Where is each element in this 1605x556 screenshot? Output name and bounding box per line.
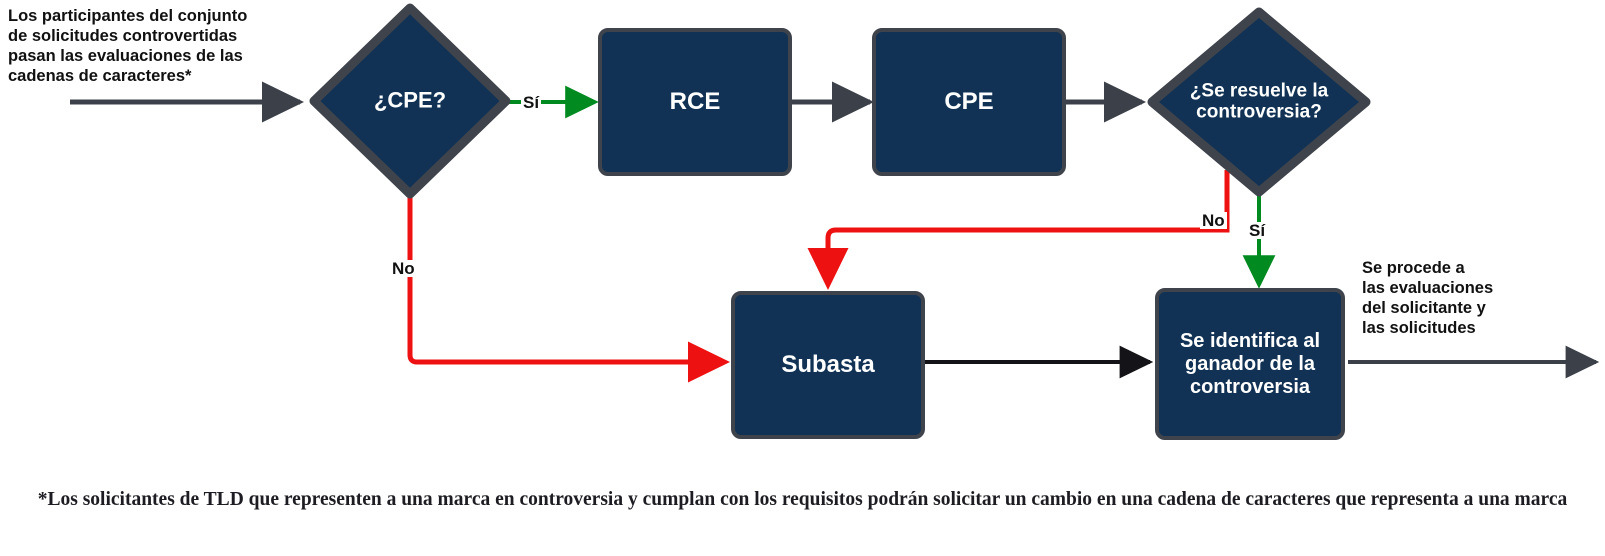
caption-intro: Los participantes del conjunto de solici… <box>8 7 248 86</box>
edge-label-cpe-no: No <box>390 259 417 278</box>
edge-cpe-no-to-auction <box>407 190 731 383</box>
node-process-cpe-label: CPE <box>944 88 994 116</box>
node-process-auction-label: Subasta <box>781 351 875 379</box>
node-process-winner-label: Se identifica al ganador de la controver… <box>1179 329 1321 398</box>
node-decision-cpe-label: ¿CPE? <box>373 87 447 113</box>
node-process-rce-label: RCE <box>669 88 721 116</box>
diamond-shape-resolve <box>1147 7 1371 197</box>
node-process-winner[interactable]: Se identifica al ganador de la controver… <box>1155 288 1345 440</box>
node-process-auction[interactable]: Subasta <box>731 291 925 439</box>
node-decision-resolve-label: ¿Se resuelve la controversia? <box>1189 80 1329 123</box>
node-decision-resolve[interactable]: ¿Se resuelve la controversia? <box>1146 6 1372 198</box>
node-process-cpe[interactable]: CPE <box>872 28 1066 176</box>
caption-outcome: Se procede a las evaluaciones del solici… <box>1362 259 1494 338</box>
diamond-shape-cpe <box>309 3 511 199</box>
node-decision-cpe[interactable]: ¿CPE? <box>308 2 512 200</box>
edge-label-resolve-yes: Sí <box>1247 221 1268 240</box>
node-process-rce[interactable]: RCE <box>598 28 792 176</box>
footnote: *Los solicitantes de TLD que representen… <box>37 489 1568 510</box>
edge-label-cpe-yes: Sí <box>521 93 542 112</box>
edge-label-resolve-no: No <box>1200 211 1227 230</box>
